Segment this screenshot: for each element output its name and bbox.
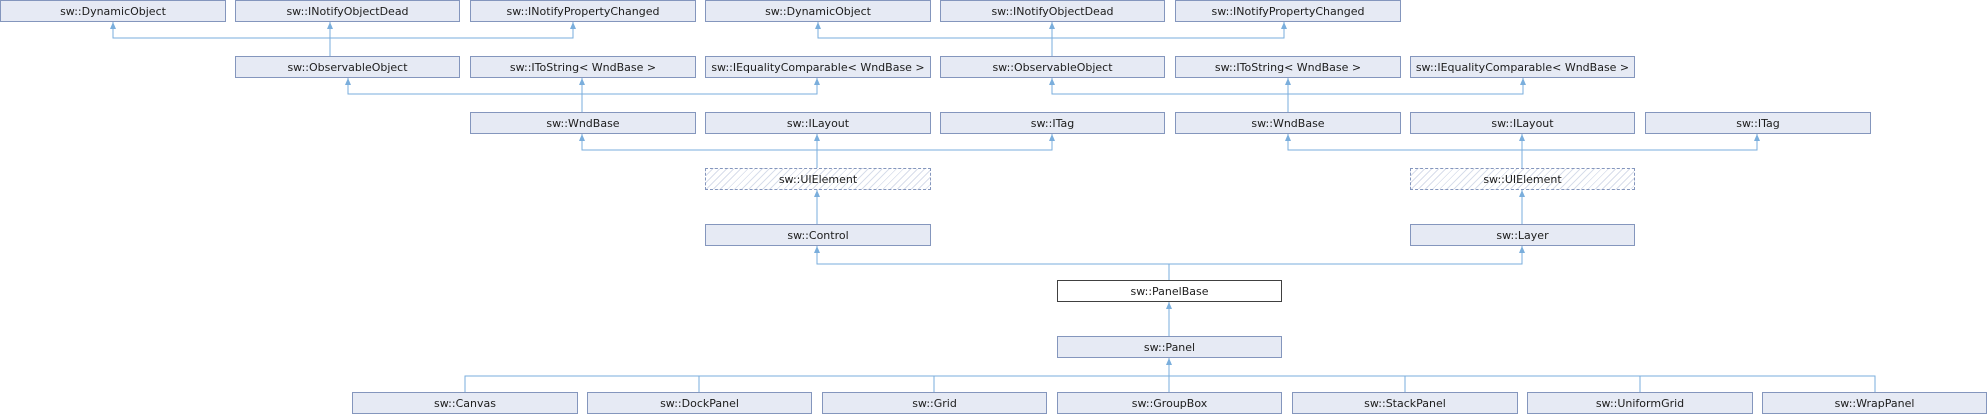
- arrowhead: [1166, 302, 1172, 309]
- node-r-iequality-comparable[interactable]: sw::IEqualityComparable< WndBase >: [1410, 56, 1635, 78]
- arrowhead: [1049, 22, 1055, 29]
- node-l-itostring[interactable]: sw::IToString< WndBase >: [470, 56, 696, 78]
- node-r1-inotify-object-dead[interactable]: sw::INotifyObjectDead: [235, 0, 460, 22]
- node-r2-inotify-object-dead[interactable]: sw::INotifyObjectDead: [940, 0, 1165, 22]
- node-r1-dynamic-object[interactable]: sw::DynamicObject: [0, 0, 226, 22]
- node-r-wndbase[interactable]: sw::WndBase: [1175, 112, 1401, 134]
- node-l-ilayout[interactable]: sw::ILayout: [705, 112, 931, 134]
- arrowhead: [110, 22, 116, 29]
- arrowhead: [814, 190, 820, 197]
- node-groupbox[interactable]: sw::GroupBox: [1057, 392, 1282, 414]
- node-r1-inotify-property-changed[interactable]: sw::INotifyPropertyChanged: [470, 0, 696, 22]
- arrowhead: [1281, 22, 1287, 29]
- arrowhead: [1166, 358, 1172, 365]
- arrowhead: [1754, 134, 1760, 141]
- node-l-itag[interactable]: sw::ITag: [940, 112, 1165, 134]
- node-r2-inotify-property-changed[interactable]: sw::INotifyPropertyChanged: [1175, 0, 1401, 22]
- arrowhead: [1519, 134, 1525, 141]
- node-panel[interactable]: sw::Panel: [1057, 336, 1282, 358]
- node-stackpanel[interactable]: sw::StackPanel: [1292, 392, 1518, 414]
- node-wrappanel[interactable]: sw::WrapPanel: [1762, 392, 1987, 414]
- node-canvas[interactable]: sw::Canvas: [352, 392, 578, 414]
- arrowhead: [345, 78, 351, 85]
- node-r-itostring[interactable]: sw::IToString< WndBase >: [1175, 56, 1401, 78]
- node-panelbase: sw::PanelBase: [1057, 280, 1282, 302]
- node-l-wndbase[interactable]: sw::WndBase: [470, 112, 696, 134]
- arrowhead: [579, 78, 585, 85]
- node-l-observable-object[interactable]: sw::ObservableObject: [235, 56, 460, 78]
- edge-r-observable-parents: [817, 22, 1285, 39]
- node-r-observable-object[interactable]: sw::ObservableObject: [940, 56, 1165, 78]
- node-r-ilayout[interactable]: sw::ILayout: [1410, 112, 1635, 134]
- node-layer[interactable]: sw::Layer: [1410, 224, 1635, 246]
- arrowhead: [1519, 246, 1525, 253]
- arrowhead: [1285, 78, 1291, 85]
- node-dockpanel[interactable]: sw::DockPanel: [587, 392, 812, 414]
- edge-panelbase-parents: [816, 246, 1523, 265]
- arrowhead: [815, 22, 821, 29]
- arrowhead: [814, 134, 820, 141]
- arrowhead: [1519, 190, 1525, 197]
- node-r2-dynamic-object[interactable]: sw::DynamicObject: [705, 0, 931, 22]
- edge-subclasses-bus: [464, 375, 1876, 392]
- node-control[interactable]: sw::Control: [705, 224, 931, 246]
- node-grid[interactable]: sw::Grid: [822, 392, 1047, 414]
- arrowhead: [814, 246, 820, 253]
- arrowhead: [1049, 134, 1055, 141]
- arrowhead: [1049, 78, 1055, 85]
- arrowhead: [814, 78, 820, 85]
- arrowhead: [1285, 134, 1291, 141]
- edge-l-observable-parents: [112, 22, 574, 39]
- arrowhead: [327, 22, 333, 29]
- arrowhead: [1520, 78, 1526, 85]
- arrowhead: [579, 134, 585, 141]
- node-l-iequality-comparable[interactable]: sw::IEqualityComparable< WndBase >: [705, 56, 931, 78]
- node-uniformgrid[interactable]: sw::UniformGrid: [1527, 392, 1753, 414]
- node-l-uielement[interactable]: sw::UIElement: [705, 168, 931, 190]
- node-r-itag[interactable]: sw::ITag: [1645, 112, 1871, 134]
- arrowhead: [570, 22, 576, 29]
- node-r-uielement[interactable]: sw::UIElement: [1410, 168, 1635, 190]
